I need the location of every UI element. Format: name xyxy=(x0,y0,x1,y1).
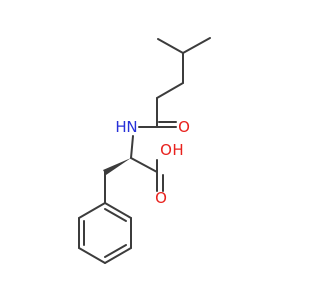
bond-n-alpha xyxy=(130,135,134,159)
acid-oh-label: O H xyxy=(160,141,184,159)
bond-methyl-right xyxy=(182,37,211,54)
bond-chain-2 xyxy=(156,82,184,99)
acid-carbonyl-oxygen-label: O xyxy=(155,189,167,207)
amide-h-label: H xyxy=(115,118,126,136)
bond-alpha-carboxyl xyxy=(130,157,158,173)
acid-o-label: O xyxy=(160,141,172,159)
acid-h-label: H xyxy=(172,141,183,159)
amide-nh-label: N H xyxy=(115,118,137,136)
bond-methyl-left xyxy=(157,38,184,54)
amide-n-label: N xyxy=(126,118,137,136)
amide-oxygen-label: O xyxy=(178,118,190,136)
structure-diagram: N H O O H O xyxy=(78,37,211,264)
stereo-wedge-bond xyxy=(103,158,131,175)
benzene-ring xyxy=(78,202,132,264)
